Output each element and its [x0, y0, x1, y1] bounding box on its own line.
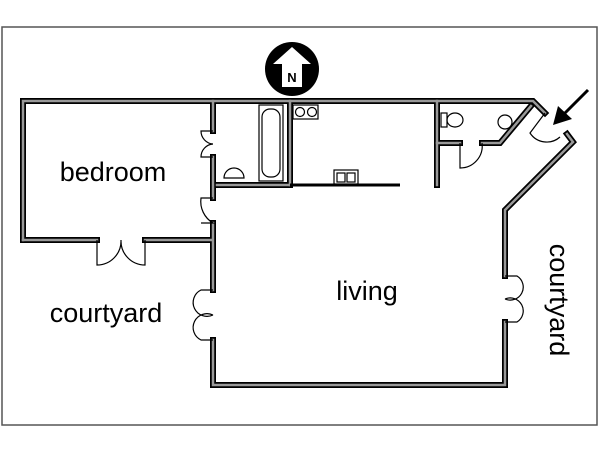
wall-fill [503, 132, 575, 278]
doors [96, 112, 561, 341]
bathtub-icon [258, 104, 284, 182]
north-arrow-icon: N [265, 42, 319, 96]
wall-segment [210, 319, 508, 388]
entrance-arrow-icon [553, 88, 590, 125]
wall-fill [21, 99, 547, 242]
room-label-bedroom: bedroom [60, 157, 167, 187]
wall-segment [479, 101, 536, 146]
north-label: N [287, 70, 296, 85]
room-label-courtyard-right: courtyard [544, 244, 574, 357]
frame-border [1, 26, 598, 426]
room-label-courtyard-left: courtyard [50, 298, 163, 328]
walls [20, 98, 577, 388]
kitchen-sink-icon [333, 169, 359, 185]
wall-fill [480, 104, 533, 145]
stove-icon [292, 104, 319, 120]
washbasin-icon [223, 167, 245, 179]
toilet-icon [440, 112, 464, 128]
room-label-living: living [336, 276, 398, 306]
wc-basin-icon [497, 114, 513, 130]
wall-fill [211, 320, 507, 387]
